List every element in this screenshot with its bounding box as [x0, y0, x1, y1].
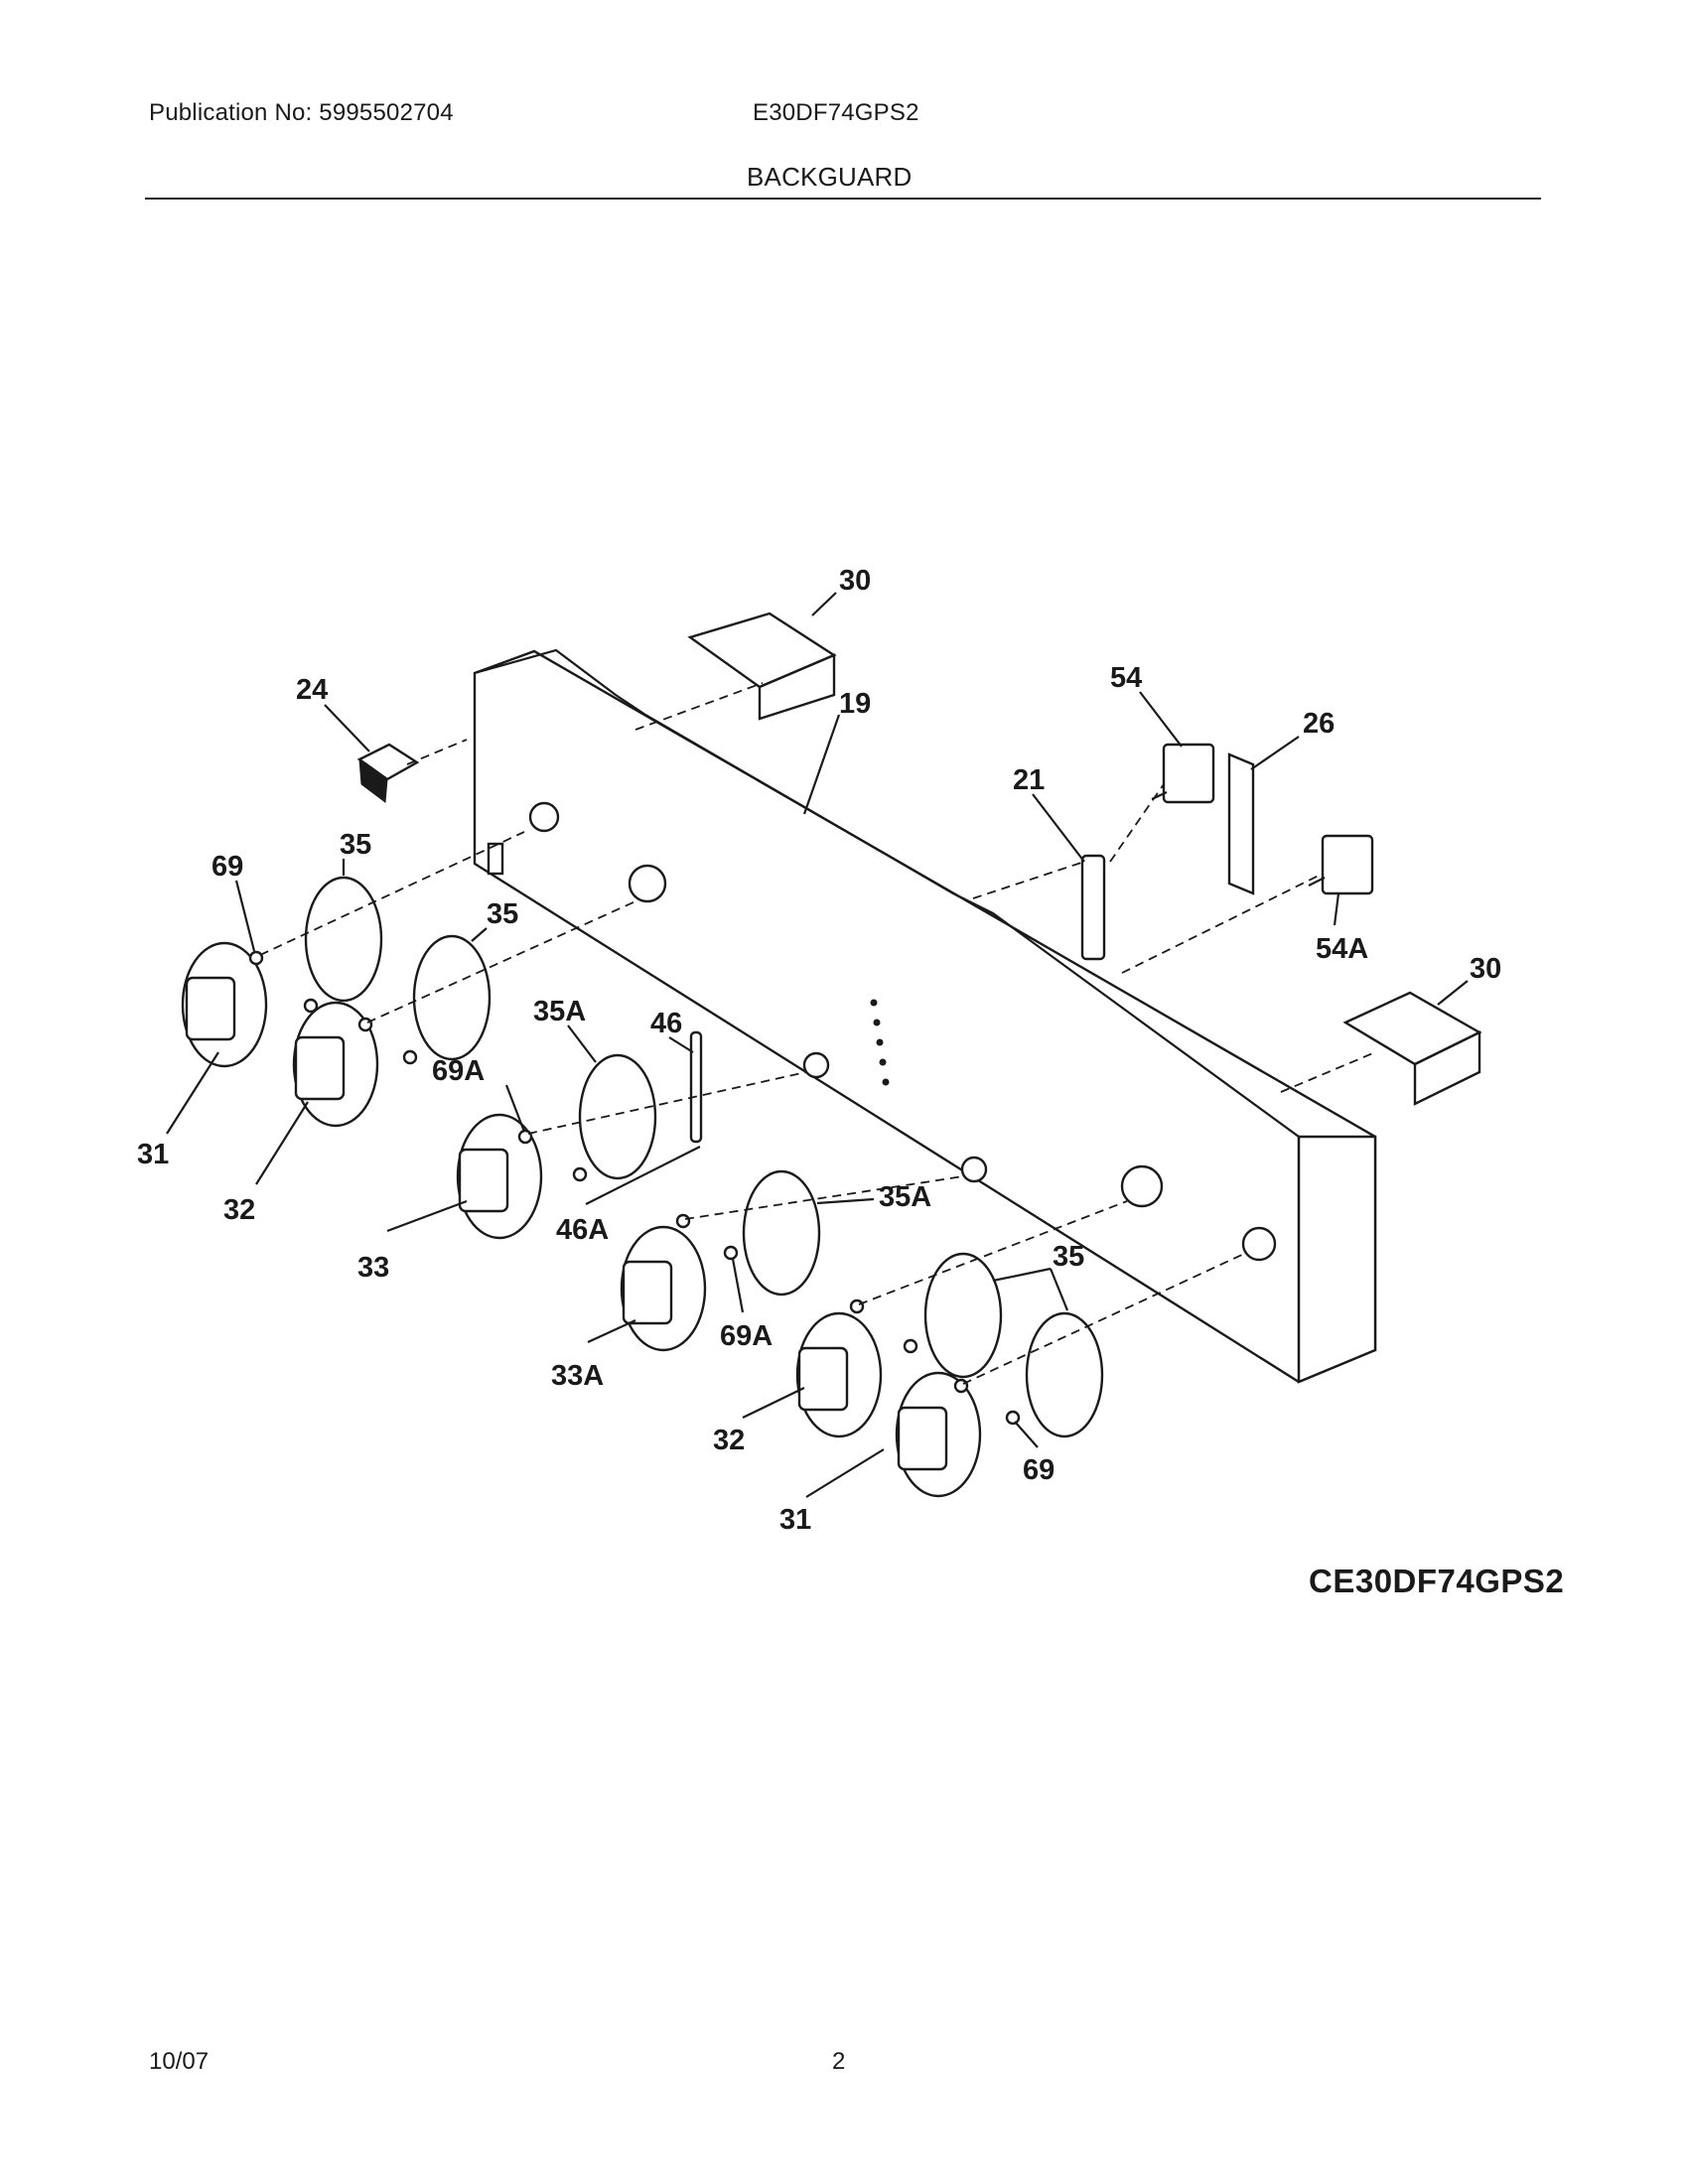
footer-date: 10/07 [149, 2048, 210, 2075]
knob-right-32 [795, 1311, 883, 1438]
callout-46a: 46A [556, 1214, 609, 1246]
callout-31-left: 31 [137, 1139, 169, 1170]
knob-33a [620, 1225, 707, 1352]
bezel-right-1 [923, 1252, 1003, 1379]
switch-54 [1151, 743, 1215, 804]
callout-33: 33 [357, 1252, 389, 1284]
callout-33a: 33A [551, 1360, 604, 1392]
switch-54a [1308, 834, 1374, 895]
callout-30-top: 30 [839, 565, 871, 597]
led-harness [1080, 854, 1106, 961]
callout-32-left: 32 [223, 1194, 255, 1226]
bezel-center-left [578, 1053, 657, 1180]
callout-24: 24 [296, 674, 328, 706]
knob-left-31 [181, 941, 268, 1068]
publication-number: Publication No: 5995502704 [149, 99, 454, 126]
trim-bracket-right [1342, 991, 1482, 1106]
leader-lines [166, 592, 1469, 1498]
trim-bracket-top [687, 612, 837, 721]
callout-54: 54 [1110, 662, 1142, 694]
callout-30-right: 30 [1470, 953, 1501, 985]
led-strip [689, 1030, 703, 1144]
rocker-switch [356, 743, 420, 803]
callout-19: 19 [839, 688, 871, 720]
callout-54a: 54A [1316, 933, 1368, 965]
section-title: BACKGUARD [747, 162, 913, 192]
callout-69a-left: 69A [432, 1055, 485, 1087]
callout-69-right: 69 [1023, 1454, 1055, 1486]
knob-33 [456, 1113, 543, 1240]
callout-31-right: 31 [779, 1504, 811, 1536]
circuit-board [1227, 752, 1255, 895]
callout-69a-right: 69A [720, 1320, 773, 1352]
callout-69-left: 69 [211, 851, 243, 883]
callout-32-right: 32 [713, 1425, 745, 1456]
bezel-left-2 [412, 934, 492, 1061]
model-number: E30DF74GPS2 [753, 99, 919, 126]
callout-35-left-1: 35 [340, 829, 371, 861]
callout-46: 46 [650, 1008, 682, 1039]
page-number: 2 [832, 2048, 846, 2075]
knob-left-32 [292, 1001, 379, 1128]
callout-35-left-2: 35 [487, 898, 518, 930]
bezel-left-1 [304, 876, 383, 1003]
knob-right-31 [895, 1371, 982, 1498]
callout-26: 26 [1303, 708, 1335, 740]
diagram-code: CE30DF74GPS2 [1309, 1563, 1565, 1599]
alignment-lines [259, 682, 1376, 1385]
bezel-center-right [742, 1169, 821, 1297]
callout-35-right: 35 [1053, 1241, 1084, 1273]
header-rule [145, 198, 1541, 200]
callout-35a-left: 35A [533, 996, 586, 1027]
backguard-panel [473, 648, 1377, 1384]
callout-35a-right: 35A [879, 1181, 931, 1213]
screws [248, 950, 1021, 1426]
bezel-right-2 [1025, 1311, 1104, 1438]
callout-21: 21 [1013, 764, 1045, 796]
